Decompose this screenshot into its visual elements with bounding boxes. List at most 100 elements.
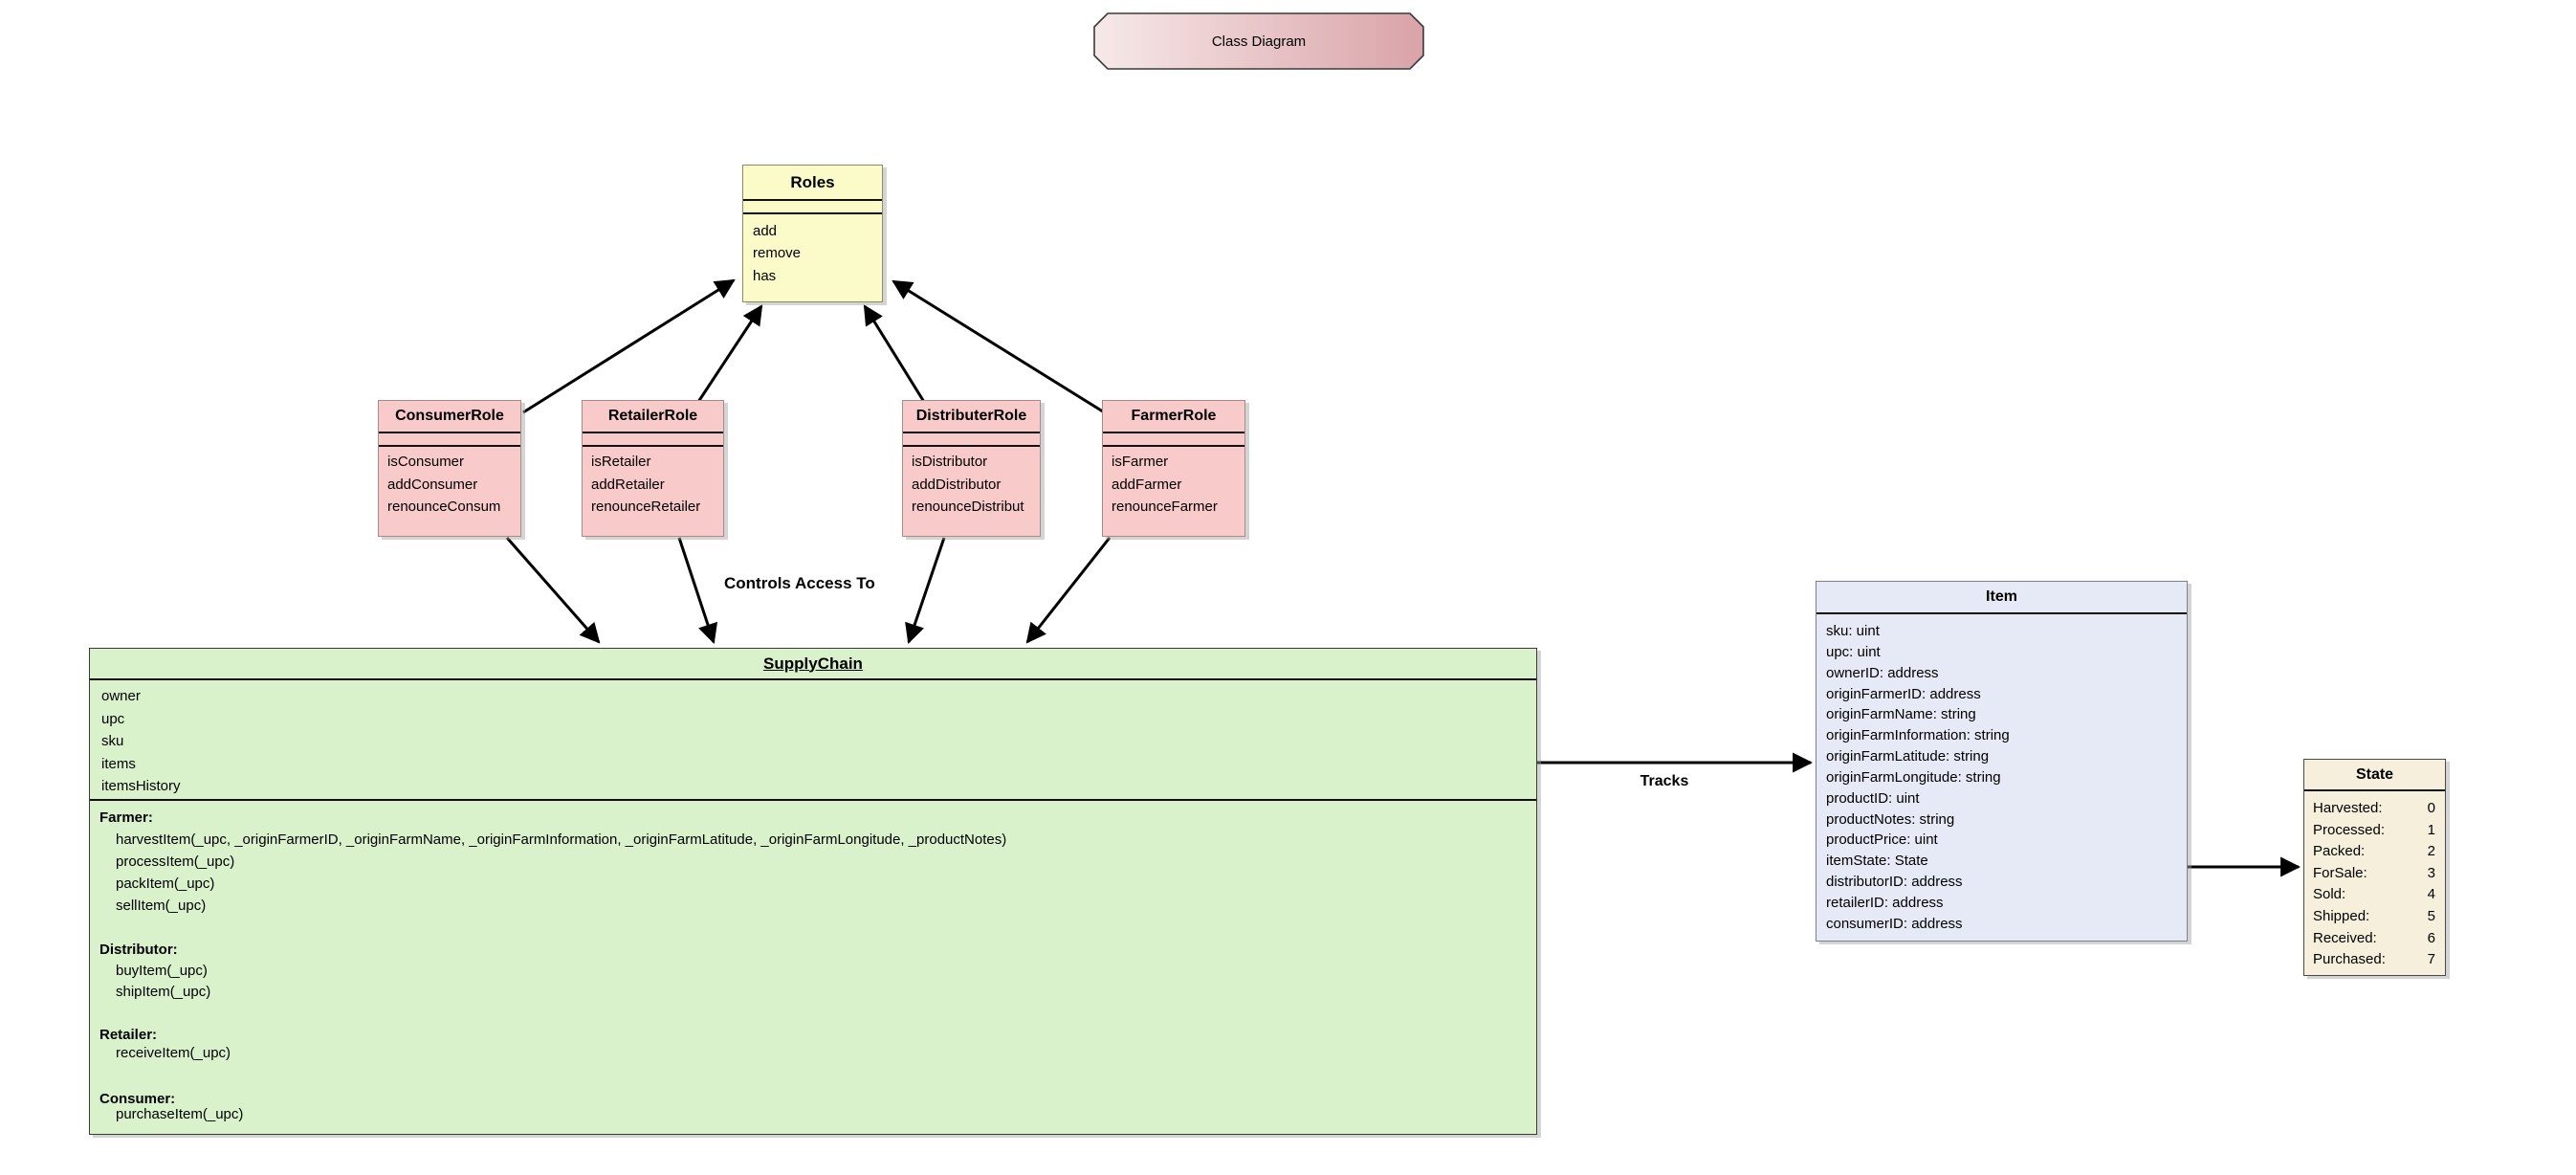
method: has — [753, 267, 777, 284]
state-entry-label: Received: — [2313, 929, 2377, 946]
attribute: distributorID: address — [1826, 874, 1963, 891]
attribute: originFarmLongitude: string — [1826, 768, 2001, 786]
attribute: owner — [101, 688, 141, 704]
state-entry-value: 7 — [2427, 951, 2435, 968]
diagram-title-frame: Class Diagram — [1093, 12, 1424, 70]
state-entry: ForSale: 3 — [2313, 863, 2435, 885]
attribute: sku: uint — [1826, 623, 1880, 639]
method: isConsumer — [387, 454, 465, 470]
method: addDistributor — [912, 476, 1002, 493]
method: renounceDistribut — [912, 499, 1024, 516]
method: remove — [753, 245, 802, 262]
attribute: ownerID: address — [1826, 664, 1939, 681]
state-entry-label: Sold: — [2313, 886, 2346, 903]
attribute: originFarmLatitude: string — [1826, 748, 1990, 765]
class-consumerrole: ConsumerRole isConsumer addConsumer reno… — [378, 400, 521, 537]
state-entry-value: 3 — [2427, 864, 2435, 881]
class-state: State Harvested: 0 Processed: 1 Packed: … — [2303, 759, 2446, 976]
method: renounceConsum — [387, 499, 501, 516]
method: addFarmer — [1112, 476, 1182, 493]
method-section-title: Farmer: — [99, 809, 153, 826]
attribute: itemsHistory — [101, 778, 181, 794]
attribute: productPrice: uint — [1826, 831, 1938, 849]
state-entry-value: 1 — [2427, 821, 2435, 838]
arrow-farmerrole-to-supplychain — [1025, 537, 1112, 644]
class-retailerrole: RetailerRole isRetailer addRetailer reno… — [582, 400, 724, 537]
method: harvestItem(_upc, _originFarmerID, _orig… — [116, 831, 1007, 848]
method: sellItem(_upc) — [116, 898, 207, 914]
method: processItem(_upc) — [116, 854, 235, 870]
attribute: originFarmInformation: string — [1826, 727, 2010, 744]
method: renounceRetailer — [591, 499, 701, 516]
arrow-consumerrole-to-roles — [522, 278, 736, 414]
class-farmerrole-attributes-empty — [1103, 433, 1244, 447]
class-item-attributes: sku: uint upc: uint ownerID: address ori… — [1816, 614, 2187, 935]
class-supplychain-attributes: owner upc sku items itemsHistory — [90, 680, 1536, 801]
class-roles-methods: add remove has — [743, 214, 882, 287]
state-entry-label: Harvested: — [2313, 800, 2383, 816]
class-distributerrole-title: DistributerRole — [903, 401, 1040, 433]
class-distributerrole-methods: isDistributor addDistributor renounceDis… — [903, 447, 1040, 519]
state-entry: Sold: 4 — [2313, 884, 2435, 906]
class-supplychain-title: SupplyChain — [90, 649, 1536, 680]
method-section-title: Consumer: — [99, 1091, 176, 1107]
class-retailerrole-attributes-empty — [583, 433, 723, 447]
class-roles-title: Roles — [743, 166, 882, 201]
method: isDistributor — [912, 454, 988, 470]
class-item: Item sku: uint upc: uint ownerID: addres… — [1816, 581, 2188, 942]
state-entry-label: ForSale: — [2313, 864, 2367, 881]
diagram-title: Class Diagram — [1211, 33, 1307, 50]
state-entry-label: Processed: — [2313, 821, 2386, 838]
state-entry: Purchased: 7 — [2313, 949, 2435, 971]
method-section-title: Distributor: — [99, 942, 178, 958]
class-distributerrole: DistributerRole isDistributor addDistrib… — [902, 400, 1041, 537]
method: shipItem(_upc) — [116, 984, 211, 1000]
class-roles-attributes-empty — [743, 201, 882, 214]
method: receiveItem(_upc) — [116, 1045, 231, 1061]
state-entry-value: 0 — [2427, 800, 2435, 816]
arrow-retailerrole-to-roles — [696, 304, 763, 403]
arrow-consumerrole-to-supplychain — [505, 537, 601, 644]
class-farmerrole-title: FarmerRole — [1103, 401, 1244, 433]
class-state-entries: Harvested: 0 Processed: 1 Packed: 2 ForS… — [2304, 791, 2445, 971]
class-state-title: State — [2304, 760, 2445, 791]
arrow-retailerrole-to-supplychain — [677, 537, 718, 644]
state-entry: Processed: 1 — [2313, 820, 2435, 842]
class-supplychain-title-text: SupplyChain — [763, 654, 863, 673]
attribute: upc — [101, 710, 125, 727]
class-farmerrole-methods: isFarmer addFarmer renounceFarmer — [1103, 447, 1244, 519]
class-item-title: Item — [1816, 582, 2187, 614]
class-consumerrole-title: ConsumerRole — [379, 401, 520, 433]
method: packItem(_upc) — [116, 876, 215, 892]
state-entry: Shipped: 5 — [2313, 906, 2435, 928]
method: buyItem(_upc) — [116, 963, 208, 979]
method: isRetailer — [591, 454, 651, 470]
method: renounceFarmer — [1112, 499, 1218, 516]
class-supplychain: SupplyChain owner upc sku items itemsHis… — [89, 648, 1537, 1135]
state-entry: Packed: 2 — [2313, 841, 2435, 863]
state-entry: Harvested: 0 — [2313, 798, 2435, 820]
title-frame-shape — [1093, 12, 1424, 70]
class-farmerrole: FarmerRole isFarmer addFarmer renounceFa… — [1102, 400, 1245, 537]
state-entry-label: Purchased: — [2313, 951, 2386, 968]
attribute: upc: uint — [1826, 643, 1881, 660]
attribute-itemstate: itemState: State — [1826, 853, 1928, 870]
attribute: consumerID: address — [1826, 915, 1963, 932]
class-consumerrole-attributes-empty — [379, 433, 520, 447]
attribute: originFarmName: string — [1826, 706, 1976, 723]
attribute: originFarmerID: address — [1826, 685, 1981, 702]
class-distributerrole-attributes-empty — [903, 433, 1040, 447]
method: addConsumer — [387, 476, 478, 493]
class-retailerrole-methods: isRetailer addRetailer renounceRetailer — [583, 447, 723, 519]
state-entry-value: 5 — [2427, 907, 2435, 924]
method: add — [753, 223, 778, 239]
state-entry-value: 4 — [2427, 886, 2435, 903]
attribute: productID: uint — [1826, 789, 1920, 807]
attribute: productNotes: string — [1826, 810, 1955, 828]
method: addRetailer — [591, 476, 665, 493]
method: isFarmer — [1112, 454, 1169, 470]
state-entry-value: 2 — [2427, 843, 2435, 860]
attribute: sku — [101, 733, 124, 749]
attribute: items — [101, 755, 136, 772]
state-entry-label: Packed: — [2313, 843, 2366, 860]
